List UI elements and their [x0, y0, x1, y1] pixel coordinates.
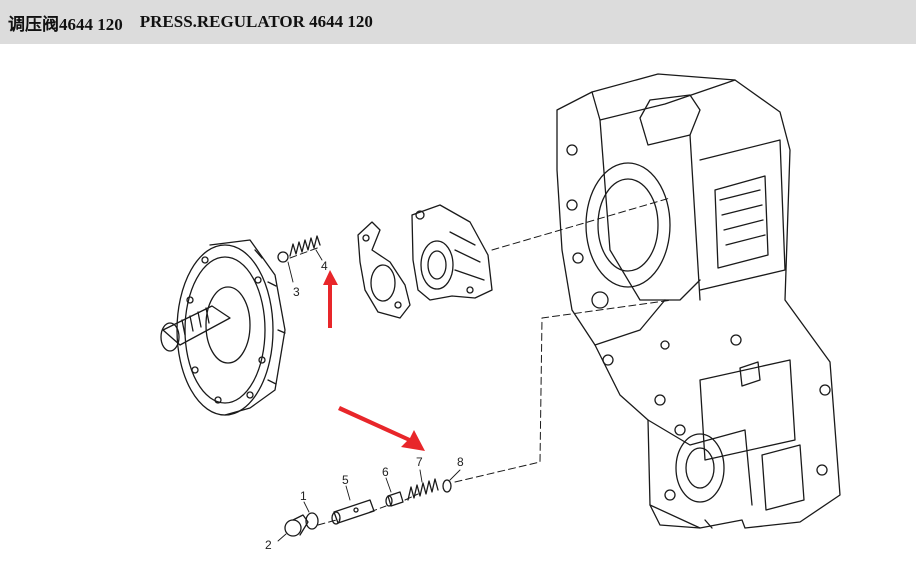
diagram-svg: 1 2 3 4 5 6 7 8 — [160, 73, 841, 552]
callout-5: 5 — [342, 473, 349, 487]
title-spacer — [123, 12, 140, 32]
callout-3: 3 — [293, 285, 300, 299]
callout-2: 2 — [265, 538, 272, 552]
title-bar: 调压阀4644 120 PRESS.REGULATOR 4644 120 — [0, 0, 916, 44]
red-arrows — [323, 270, 425, 451]
callout-1: 1 — [300, 489, 307, 503]
arrow-diagonal-icon — [338, 406, 425, 451]
callout-6: 6 — [382, 465, 389, 479]
callout-8: 8 — [457, 455, 464, 469]
part-3-ball — [277, 251, 289, 263]
callout-labels: 1 2 3 4 5 6 7 8 — [265, 259, 464, 552]
transmission-housing — [556, 73, 841, 529]
arrow-up-icon — [323, 270, 338, 328]
gasket-plate — [357, 221, 411, 319]
pump-assembly — [160, 239, 286, 416]
dashed-leader-lines — [289, 197, 673, 526]
callout-leaders — [277, 249, 461, 542]
part-5-piston — [331, 499, 375, 525]
part-6-bushing — [385, 491, 404, 507]
callout-7: 7 — [416, 455, 423, 469]
exploded-parts-diagram: 1 2 3 4 5 6 7 8 — [0, 44, 916, 575]
callout-4: 4 — [321, 259, 328, 273]
title-en: PRESS.REGULATOR 4644 120 — [139, 12, 373, 31]
part-8-washer — [442, 479, 452, 493]
part-2-plug — [284, 514, 309, 537]
part-4-spring — [289, 235, 321, 257]
pump-cover — [411, 204, 493, 301]
title-cn: 调压阀4644 120 — [8, 14, 123, 34]
part-7-spring — [407, 478, 439, 501]
part-1-o-ring — [305, 512, 319, 530]
